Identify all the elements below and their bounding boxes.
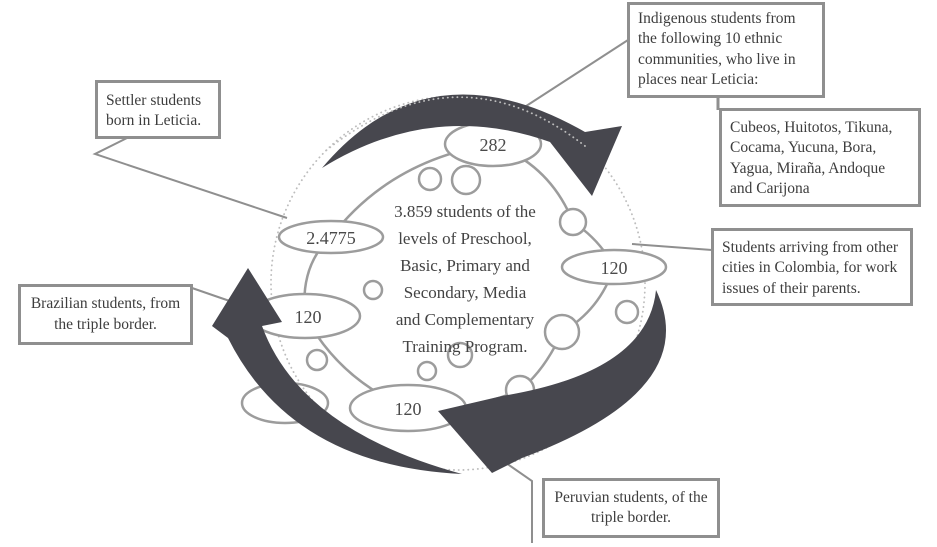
bubble-circle <box>417 166 443 192</box>
callout-brazilian-text: Brazilian students, from the triple bord… <box>30 295 181 333</box>
connector-indigenous <box>519 39 629 111</box>
connector-peruvian <box>505 462 533 543</box>
bubble-circle <box>305 348 329 372</box>
cycle-arrow-top <box>322 94 622 196</box>
callout-settler-text: Settler students born in Leticia. <box>106 92 202 130</box>
callout-colombia-text: Students arriving from other cities in C… <box>722 239 899 297</box>
cycle-arrow-right <box>438 290 667 473</box>
callout-colombia: Students arriving from other cities in C… <box>711 228 913 307</box>
callout-settler: Settler students born in Leticia. <box>95 80 221 139</box>
callout-indigenous: Indigenous students from the following 1… <box>627 2 825 98</box>
outer-dotted-circle <box>270 95 646 471</box>
bubble-circle <box>446 341 474 369</box>
node-value-top: 282 <box>480 135 507 155</box>
callout-ethnic-list: Cubeos, Huitotos, Tikuna, Cocama, Yucuna… <box>719 108 921 207</box>
bubble-circle <box>543 313 581 351</box>
bubble-circle <box>558 207 588 237</box>
dotted-arc-overlay <box>322 96 586 154</box>
bubble-circle <box>416 360 438 382</box>
bubble-circle <box>614 299 640 325</box>
connector-colombia <box>631 243 713 251</box>
connector-settler <box>92 137 288 219</box>
node-value-lower-left: 120 <box>295 307 322 327</box>
callout-brazilian: Brazilian students, from the triple bord… <box>18 284 193 345</box>
node-value-left: 2.4775 <box>306 228 356 248</box>
bubble-circle <box>450 164 482 196</box>
cycle-arrow-left <box>212 268 462 474</box>
center-description: 3.859 students of the levels of Preschoo… <box>394 202 536 356</box>
bubble-circle <box>362 279 384 301</box>
node-ellipse-right <box>560 248 668 286</box>
callout-indigenous-text: Indigenous students from the following 1… <box>638 10 796 89</box>
node-value-right: 120 <box>601 258 628 278</box>
callout-peruvian: Peruvian students, of the triple border. <box>542 478 720 538</box>
node-ellipse-left <box>277 219 385 255</box>
callout-peruvian-text: Peruvian students, of the triple border. <box>554 488 708 526</box>
callout-ethnic-list-text: Cubeos, Huitotos, Tikuna, Cocama, Yucuna… <box>730 119 893 198</box>
node-value-bottom: 120 <box>395 399 422 419</box>
